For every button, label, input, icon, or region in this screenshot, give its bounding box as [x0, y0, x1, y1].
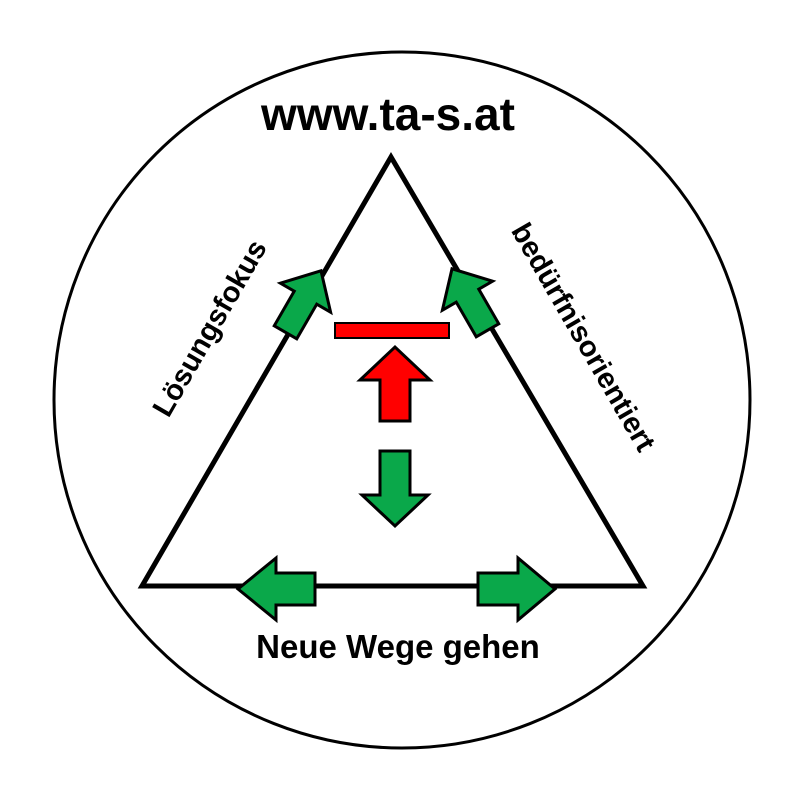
triangle-outline: [137, 152, 648, 589]
red-barrier-icon: [334, 322, 450, 339]
green-arrow-left-icon: [235, 554, 317, 624]
green-arrow-down-icon: [358, 449, 432, 529]
green-arrow-right-icon: [476, 554, 558, 624]
green-arrow-up-right-icon: [440, 266, 501, 339]
green-arrow-up-left-icon: [272, 268, 333, 341]
red-arrow-up-icon: [356, 344, 434, 423]
bottom-label: Neue Wege gehen: [256, 628, 540, 665]
title-text: www.ta-s.at: [260, 88, 515, 140]
